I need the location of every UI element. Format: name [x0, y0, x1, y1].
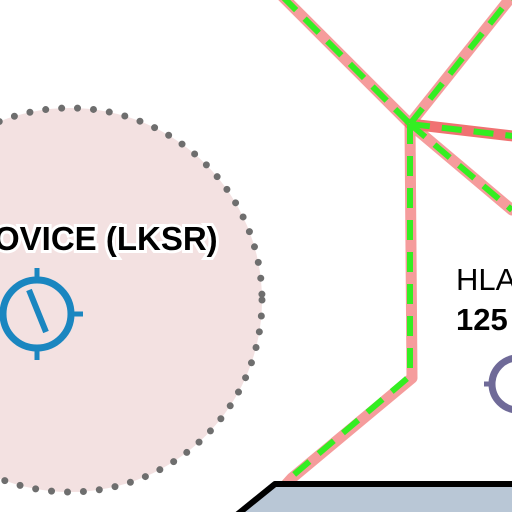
- route-bands: [249, 0, 512, 517]
- partial-label-line1: HLA: [456, 262, 512, 297]
- airfield-name-label: OVICE (LKSR): [0, 220, 218, 257]
- restricted-area: [229, 481, 512, 517]
- partial-label-line2: 125: [456, 302, 508, 337]
- airfield-zone: [0, 108, 262, 492]
- airfield-zone-border: [0, 104, 266, 496]
- route-dash-lines: [248, 0, 512, 517]
- airfield-symbol-icon[interactable]: [0, 268, 83, 360]
- partial-airfield-symbol-icon[interactable]: [484, 355, 512, 413]
